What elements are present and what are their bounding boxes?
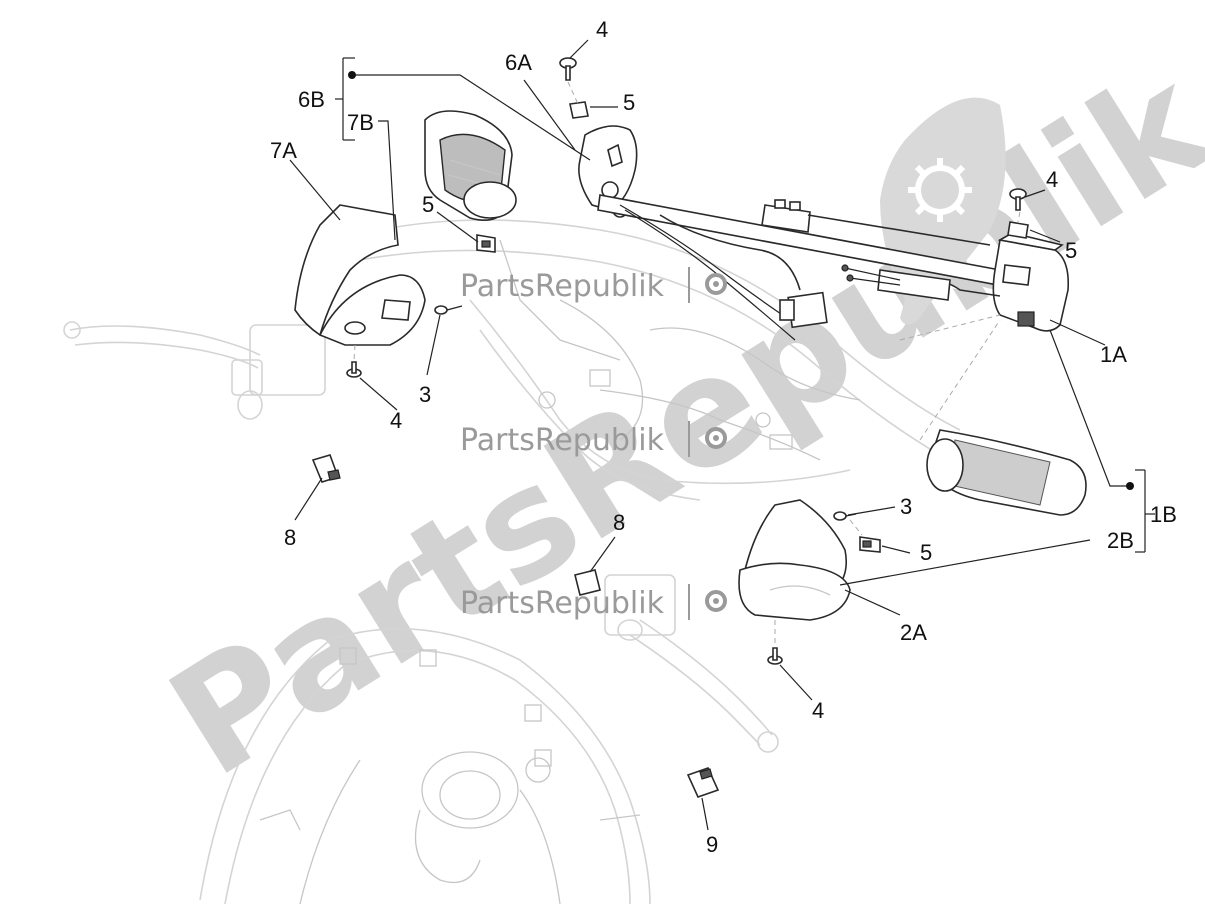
large-watermark-text: PartsRepublik (142, 34, 1205, 810)
label-7B: 7B (347, 110, 374, 135)
brand-watermark-text-3: PartsRepublik (460, 586, 665, 621)
brand-watermark-text-1: PartsRepublik (460, 269, 665, 304)
wiring-harness (619, 204, 828, 341)
label-2B: 2B (1107, 528, 1134, 553)
brand-watermark-1: PartsRepublik (460, 267, 727, 304)
right-brake-lever-ghost (604, 574, 779, 753)
label-4-bottom: 4 (812, 698, 824, 723)
label-5-right: 5 (1065, 238, 1077, 263)
screw-3-left (434, 305, 463, 315)
right-grip (926, 429, 1087, 516)
wiring-connector-top (761, 199, 991, 246)
gear-icon (705, 427, 727, 449)
right-switch-unit (841, 232, 1070, 332)
label-5-left: 5 (422, 192, 434, 217)
label-1A: 1A (1100, 342, 1127, 367)
right-switch-cover (738, 499, 851, 621)
left-brake-lever-ghost (63, 321, 326, 420)
label-6A: 6A (505, 50, 532, 75)
bulb-8-left (311, 454, 341, 483)
label-3-left: 3 (419, 382, 431, 407)
label-5-top: 5 (623, 90, 635, 115)
label-8-left: 8 (284, 525, 296, 550)
gear-icon (705, 273, 727, 295)
screw-4-top (559, 57, 577, 81)
clip-5-right (1007, 221, 1029, 239)
clip-5-mid (859, 536, 881, 553)
left-grip (424, 110, 517, 221)
label-6B: 6B (298, 87, 325, 112)
label-1B: 1B (1150, 502, 1177, 527)
label-9: 9 (706, 832, 718, 857)
screw-4-left (346, 361, 362, 378)
screw-4-right (1009, 188, 1027, 211)
clip-5-top (569, 101, 589, 119)
clip-5-left (476, 234, 496, 253)
callout-labels: 4 6A 5 6B 7B 7A 5 4 5 1A 3 4 8 1B 3 2B 8… (270, 17, 1177, 857)
brand-watermark-3: PartsRepublik (460, 584, 727, 621)
assembly-lines (353, 81, 1021, 646)
label-7A: 7A (270, 138, 297, 163)
socket-9 (686, 767, 720, 798)
brand-watermark-2: PartsRepublik (460, 421, 727, 458)
bulb-8-mid (574, 569, 601, 596)
front-shield-ghost-outline (199, 628, 651, 904)
callout-leaders (289, 39, 1155, 831)
label-8-mid: 8 (613, 510, 625, 535)
label-2A: 2A (900, 620, 927, 645)
label-3-right: 3 (900, 494, 912, 519)
label-5-mid: 5 (920, 540, 932, 565)
label-4-top: 4 (596, 17, 608, 42)
large-watermark: PartsRepublik (142, 34, 1205, 810)
label-4-left: 4 (390, 408, 402, 433)
left-switch-cover (294, 204, 426, 346)
brand-watermark-text-2: PartsRepublik (460, 423, 665, 458)
label-4-right: 4 (1046, 167, 1058, 192)
screw-4-bottom (767, 647, 783, 665)
screw-3-right (833, 511, 857, 521)
gear-icon (705, 590, 727, 612)
